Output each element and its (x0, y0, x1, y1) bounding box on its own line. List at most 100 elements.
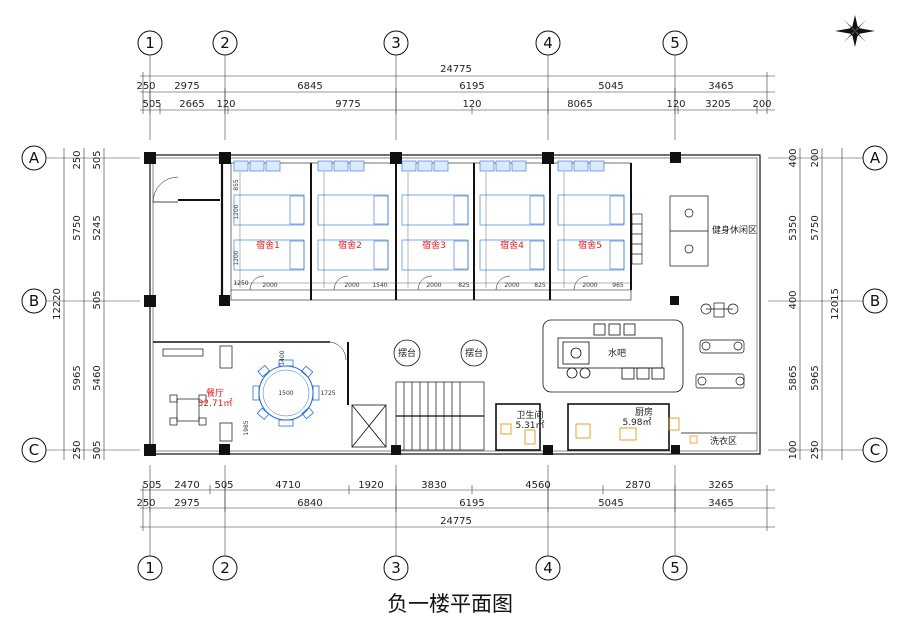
kitchen-fixtures (575, 417, 680, 441)
dim-label: 200 (810, 148, 821, 167)
dorm-4-label: 宿舍4 (500, 239, 524, 251)
dim-label: 2665 (179, 99, 204, 110)
dorm-5-label: 宿舍5 (578, 239, 602, 251)
dorm-3-label: 宿舍3 (422, 239, 446, 251)
elevator (351, 404, 387, 448)
bathroom-label: 卫生间 (516, 409, 543, 421)
display-stand-2-label: 摆台 (465, 347, 483, 359)
axis-bubble-4-bottom: 4 (535, 555, 561, 581)
dim-label: 5965 (72, 365, 83, 390)
dim-label: 120 (216, 99, 235, 110)
dim-top-total: 24775 (440, 64, 472, 75)
axis-label: 3 (391, 559, 401, 577)
bathroom (495, 403, 541, 451)
axis-label: 3 (391, 34, 401, 52)
dim-label: 1920 (358, 480, 383, 491)
axis-label: C (29, 441, 39, 459)
dorm-wardrobes (233, 160, 605, 172)
kitchen-area-label: 5.98㎡ (622, 417, 651, 428)
dim-label: 250 (810, 440, 821, 459)
dim-label: 4710 (275, 480, 300, 491)
dim-label: 2870 (625, 480, 650, 491)
drawing-title: 负一楼平面图 (387, 592, 513, 616)
dim-label: 5350 (788, 215, 799, 240)
dining-table-square (169, 394, 207, 426)
laundry-label: 洗衣区 (710, 435, 737, 447)
dim-label: 965 (612, 282, 624, 289)
bar-area (542, 319, 684, 393)
dim-label: 6845 (297, 81, 322, 92)
dimension-lines-bottom (140, 485, 775, 531)
dim-label: 1200 (233, 250, 240, 265)
dim-left-total: 12220 (52, 288, 63, 320)
axis-label: 4 (543, 559, 553, 577)
axis-bubbles-right: A B C (862, 145, 888, 463)
dim-label: 250 (72, 440, 83, 459)
axis-label: 5 (670, 34, 680, 52)
dorm-doors (249, 275, 589, 291)
bathroom-fixtures (500, 423, 536, 445)
dim-label: 250 (136, 498, 155, 509)
dim-bottom-total: 24775 (440, 516, 472, 527)
dining-label: 餐厅 (206, 387, 224, 399)
axis-bubble-3-bottom: 3 (383, 555, 409, 581)
display-stands (393, 339, 488, 367)
axis-bubble-5-top: 5 (662, 30, 688, 56)
dim-label: 5045 (598, 81, 623, 92)
kitchen-label: 厨房 (635, 406, 653, 418)
dim-label: 505 (92, 440, 103, 459)
dim-bottom-row1: 505 2470 505 4710 1920 3830 4560 2870 32… (142, 480, 733, 491)
axis-label: 1 (145, 559, 155, 577)
dim-label: 2470 (174, 480, 199, 491)
compass-rose-icon (835, 15, 875, 47)
dim-label: 1985 (243, 420, 250, 435)
dim-label: 1540 (372, 282, 387, 289)
axis-label: B (870, 292, 880, 310)
axis-bubble-2-bottom: 2 (212, 555, 238, 581)
axis-label: 2 (220, 34, 230, 52)
dining-dim-labels: 1500 1725 1400 1985 (243, 350, 336, 435)
dim-label: 2000 (504, 282, 519, 289)
axis-bubbles-top: 1 2 3 4 5 (137, 30, 688, 56)
dim-label: 2975 (174, 81, 199, 92)
axis-bubble-a-left: A (21, 145, 47, 171)
axis-bubble-c-left: C (21, 437, 47, 463)
dim-label: 5965 (810, 365, 821, 390)
dim-right-total: 12015 (830, 288, 841, 320)
dim-left-outer: 250 5750 5965 250 (72, 150, 83, 459)
dim-label: 6195 (459, 498, 484, 509)
dining-table-round (252, 359, 320, 427)
axis-label: A (29, 149, 40, 167)
dim-label: 3465 (708, 81, 733, 92)
dim-label: 2975 (174, 498, 199, 509)
dim-label: 505 (142, 99, 161, 110)
dim-label: 505 (142, 480, 161, 491)
axis-bubble-3-top: 3 (383, 30, 409, 56)
laundry (681, 432, 757, 444)
dim-label: 3265 (708, 480, 733, 491)
axis-label: 5 (670, 559, 680, 577)
dim-label: 1400 (279, 350, 286, 365)
dim-label: 3830 (421, 480, 446, 491)
gym-equipment (695, 302, 745, 389)
dim-label: 1200 (233, 204, 240, 219)
dimension-lines-right (799, 148, 843, 460)
dim-label: 2000 (426, 282, 441, 289)
dim-label: 5865 (788, 365, 799, 390)
axis-label: A (870, 149, 881, 167)
dimension-lines-left (63, 148, 105, 460)
axis-label: C (870, 441, 880, 459)
axis-bubble-5-bottom: 5 (662, 555, 688, 581)
axis-lead-lines (46, 55, 863, 556)
dim-bottom-row2: 250 2975 6840 6195 5045 3465 (136, 498, 733, 509)
dorm-labels: 宿舍1 宿舍2 宿舍3 宿舍4 宿舍5 (256, 239, 602, 251)
dim-label: 3205 (705, 99, 730, 110)
bar-label: 水吧 (608, 347, 626, 359)
dim-label: 5460 (92, 365, 103, 390)
dim-label: 250 (72, 150, 83, 169)
structural-columns (144, 152, 681, 456)
dim-label: 825 (534, 282, 546, 289)
dorm-2-label: 宿舍2 (338, 239, 362, 251)
stairs (395, 381, 485, 451)
